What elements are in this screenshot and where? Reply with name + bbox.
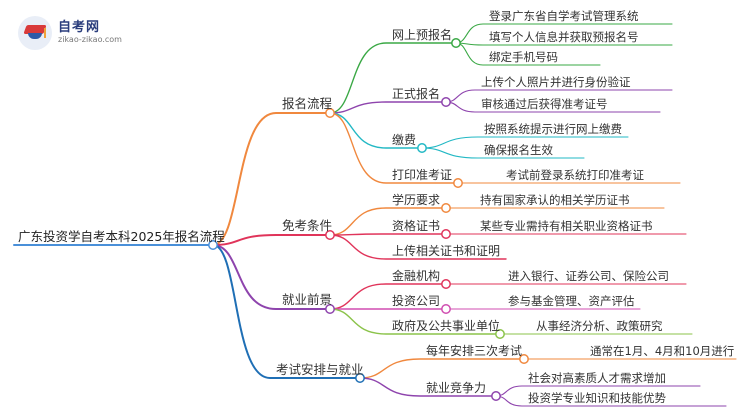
node-financial-institutions: 金融机构 [392,269,441,283]
node-payment: 缴费 [392,133,417,147]
leaf-login-system: 登录广东省自学考试管理系统 [489,9,639,23]
branch-connector [329,234,507,260]
node-dot [441,203,451,213]
branch-connector [329,101,447,114]
node-dot [208,240,218,250]
node-dot [441,304,451,314]
leaf-exam-months: 通常在1月、4月和10月进行 [590,344,735,358]
node-dot [519,354,529,364]
leaf-banks-securities-insurance: 进入银行、证券公司、保险公司 [508,269,669,283]
node-dot [355,373,365,383]
node-qualification-certificate: 资格证书 [392,219,441,233]
node-print-admission-ticket: 打印准考证 [392,168,453,182]
branch-connector [212,244,331,310]
node-dot [325,230,335,240]
leaf-bind-phone: 绑定手机号码 [489,50,558,64]
leaf-fund-management: 参与基金管理、资产评估 [508,294,635,308]
branch-connector [212,112,331,246]
leaf-print-before-exam: 考试前登录系统打印准考证 [506,168,644,182]
leaf-upload-photo-verify: 上传个人照片并进行身份验证 [481,75,631,89]
branch-connector [329,112,423,149]
node-dot [491,391,501,401]
root-topic: 广东投资学自考本科2025年报名流程 [18,229,225,244]
node-dot [495,329,505,339]
branch-connector [421,136,629,149]
node-dot [441,279,451,289]
node-dot [441,97,451,107]
branch-connector [329,283,447,310]
branch-connector [329,308,501,335]
node-online-preregistration: 网上预报名 [392,28,453,42]
node-dot [453,178,463,188]
node-dot [417,143,427,153]
logo-title: 自考网 [58,20,101,35]
branch-connector [212,234,331,246]
branch-connector [329,42,457,114]
leaf-recognized-diploma: 持有国家承认的相关学历证书 [480,193,630,207]
node-dot [441,229,451,239]
branch-connector [329,112,459,184]
node-investment-companies: 投资公司 [392,294,441,308]
leaf-get-admission-number: 审核通过后获得准考证号 [481,97,608,111]
leaf-professional-advantage: 投资学专业知识和技能优势 [528,391,666,405]
node-education-requirement: 学历要求 [392,193,441,207]
branch-connector [359,358,525,379]
node-dot [325,108,335,118]
branch-connector [212,244,361,379]
leaf-professional-certificate: 某些专业需持有相关职业资格证书 [480,219,653,233]
graduation-cap-icon [18,16,52,50]
branch-connector [359,377,497,397]
leaf-economic-analysis: 从事经济分析、政策研究 [536,319,663,333]
leaf-ensure-effective: 确保报名生效 [484,143,553,157]
site-logo: 自考网 zikao-zikao.com [18,14,148,54]
branch-connector [329,233,447,236]
node-three-exams-per-year: 每年安排三次考试 [426,344,523,358]
node-upload-certificates: 上传相关证书和证明 [392,244,501,258]
branch-registration-process: 报名流程 [282,96,333,111]
leaf-talent-demand: 社会对高素质人才需求增加 [528,371,666,385]
node-government-public-institutions: 政府及公共事业单位 [392,319,501,333]
node-dot [451,38,461,48]
branch-connector [421,147,585,159]
branch-career-prospects: 就业前景 [282,292,333,307]
node-dot [325,304,335,314]
node-employment-competitiveness: 就业竞争力 [426,381,487,395]
leaf-fill-personal-info: 填写个人信息并获取预报名号 [489,30,639,44]
branch-connector [329,207,447,236]
leaf-pay-online: 按照系统提示进行网上缴费 [484,122,622,136]
node-formal-registration: 正式报名 [392,87,441,101]
logo-url: zikao-zikao.com [58,35,122,44]
branch-exam-and-employment: 考试安排与就业 [276,362,364,377]
branch-exemption-conditions: 免考条件 [282,218,333,233]
